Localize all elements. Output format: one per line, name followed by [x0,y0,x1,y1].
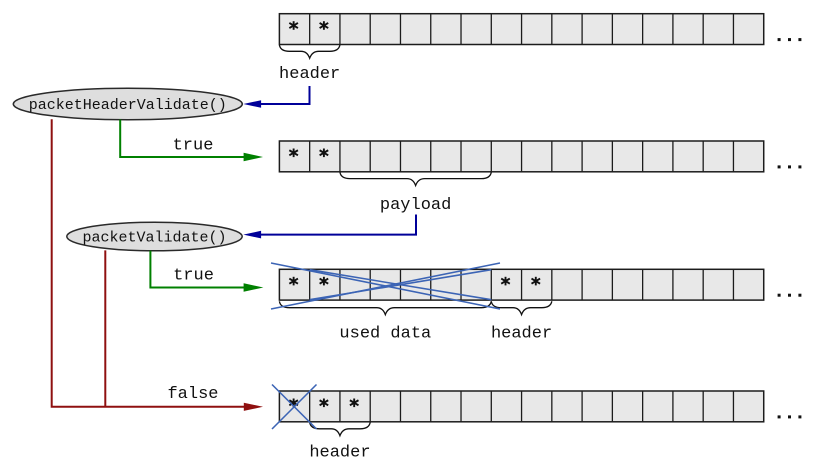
svg-text:true: true [173,137,214,156]
svg-text:true: true [173,267,214,286]
svg-text:false: false [167,385,218,404]
svg-text:packetValidate(): packetValidate() [82,230,226,247]
svg-text:header: header [279,65,340,84]
svg-text:payload: payload [380,196,451,215]
svg-text:header: header [491,325,552,344]
svg-text:used data: used data [339,325,431,344]
svg-text:packetHeaderValidate(): packetHeaderValidate() [29,97,227,114]
svg-text:header: header [309,444,370,463]
